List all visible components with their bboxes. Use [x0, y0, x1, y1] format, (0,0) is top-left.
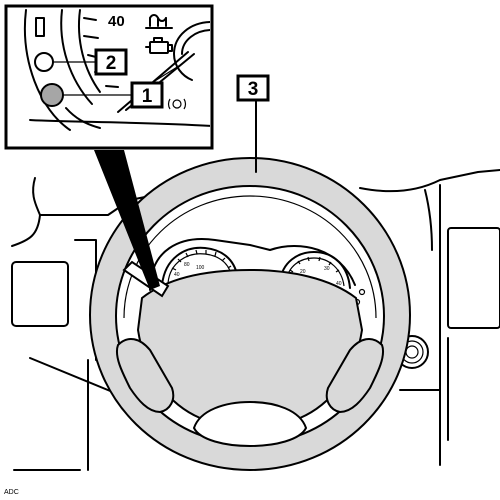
brake-warning-icon	[167, 98, 187, 110]
tachometer-tick-40: 40	[336, 281, 342, 287]
speedometer-tick-100: 100	[196, 265, 205, 271]
callout-3-label: 3	[248, 79, 259, 100]
inset-bar-indicator	[35, 17, 45, 37]
wheel-lower-opening	[192, 400, 308, 448]
image-credit: ADC	[4, 489, 19, 496]
speedometer-tick-80: 80	[184, 262, 190, 268]
callout-1-label: 1	[142, 86, 153, 107]
small-indicator-a	[358, 288, 366, 296]
tachometer: 20 30 40	[279, 251, 366, 306]
speedometer-tick-40: 40	[174, 272, 180, 278]
inset-detail: 40	[4, 4, 214, 150]
engine-warning-icon	[145, 37, 173, 54]
callout-2-label: 2	[106, 53, 117, 74]
glow-plug-icon	[145, 14, 173, 29]
steering-wheel	[88, 156, 412, 472]
callout-3: 3	[236, 74, 270, 173]
inset-speed-label: 40	[108, 13, 125, 30]
inset-pointer	[94, 150, 160, 290]
tachometer-tick-20: 20	[300, 269, 306, 275]
right-panel	[447, 227, 500, 329]
warning-light-filled	[40, 83, 64, 107]
wheel-hub	[136, 268, 364, 421]
callout-1: 1	[130, 81, 164, 109]
wheel-left-grip	[116, 338, 175, 414]
left-vent	[11, 261, 69, 327]
wheel-right-grip	[325, 338, 384, 414]
callout-2: 2	[94, 48, 128, 76]
tachometer-tick-30: 30	[324, 266, 330, 272]
